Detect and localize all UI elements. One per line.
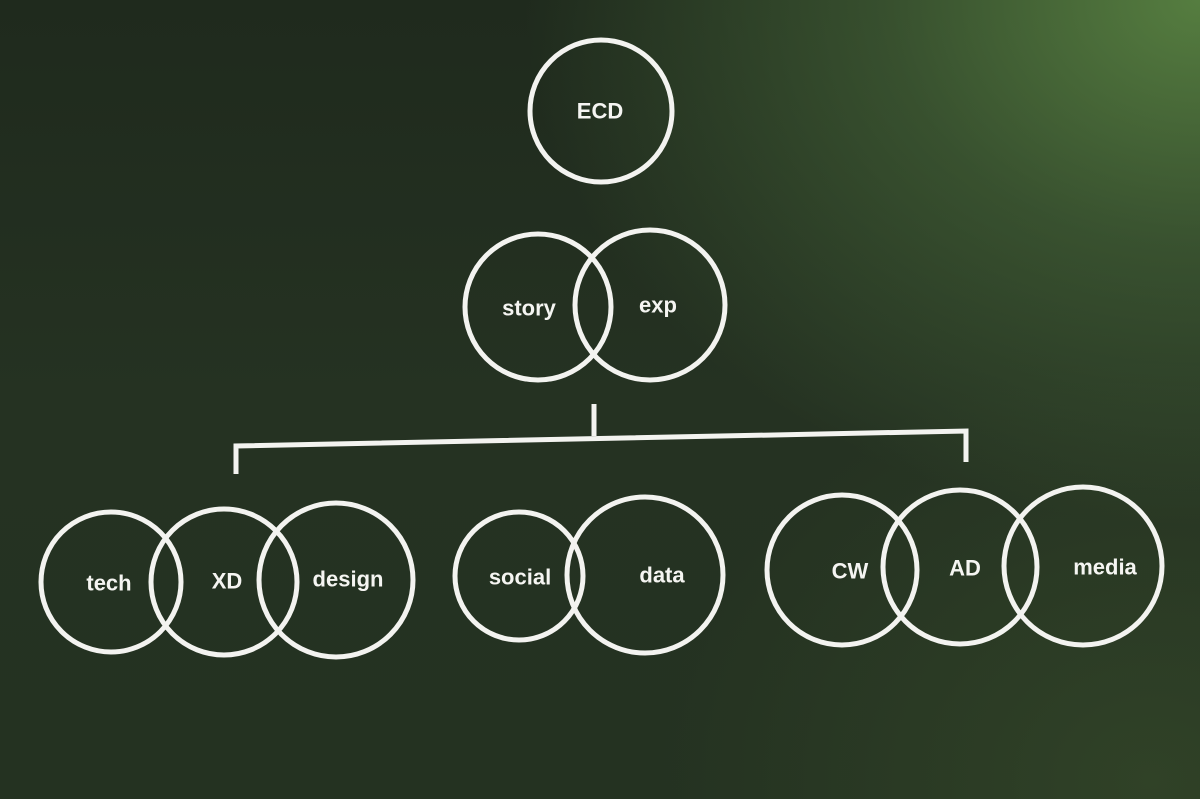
- venn-group-3-label-2: AD: [949, 556, 981, 581]
- venn-group-2-circle-2: [564, 494, 726, 656]
- venn-group-1-label-2: XD: [212, 569, 243, 594]
- venn-group-3-label-1: CW: [832, 559, 869, 584]
- venn-group-3-circle-2: [880, 487, 1040, 647]
- venn-group-1-label-1: tech: [86, 571, 131, 596]
- venn-group-1-circle-1: [38, 509, 184, 655]
- venn-group-2-circle-1: [452, 509, 586, 643]
- node-top-label: ECD: [577, 99, 623, 124]
- venn-group-3-label-3: media: [1073, 555, 1137, 580]
- venn-middle: story exp: [462, 227, 728, 383]
- node-top: ECD: [527, 37, 675, 185]
- bracket-connector: [233, 404, 969, 474]
- venn-group-3-circle-3: [1001, 484, 1165, 648]
- venn-group-2: social data: [452, 494, 726, 656]
- venn-middle-left-label: story: [502, 296, 557, 321]
- bracket-bar: [233, 428, 969, 474]
- venn-group-1-circle-2: [148, 506, 300, 658]
- venn-middle-left-circle: [462, 231, 614, 383]
- venn-middle-right-label: exp: [639, 293, 677, 318]
- venn-group-1-circle-3: [256, 500, 416, 660]
- venn-group-1-label-3: design: [313, 567, 384, 592]
- venn-group-3: CW AD media: [764, 484, 1165, 648]
- venn-middle-right-circle: [572, 227, 728, 383]
- node-top-circle: [527, 37, 675, 185]
- venn-group-3-circle-1: [764, 492, 920, 648]
- venn-group-1: tech XD design: [38, 500, 416, 660]
- venn-group-2-label-1: social: [489, 565, 551, 590]
- venn-group-2-label-2: data: [639, 563, 685, 588]
